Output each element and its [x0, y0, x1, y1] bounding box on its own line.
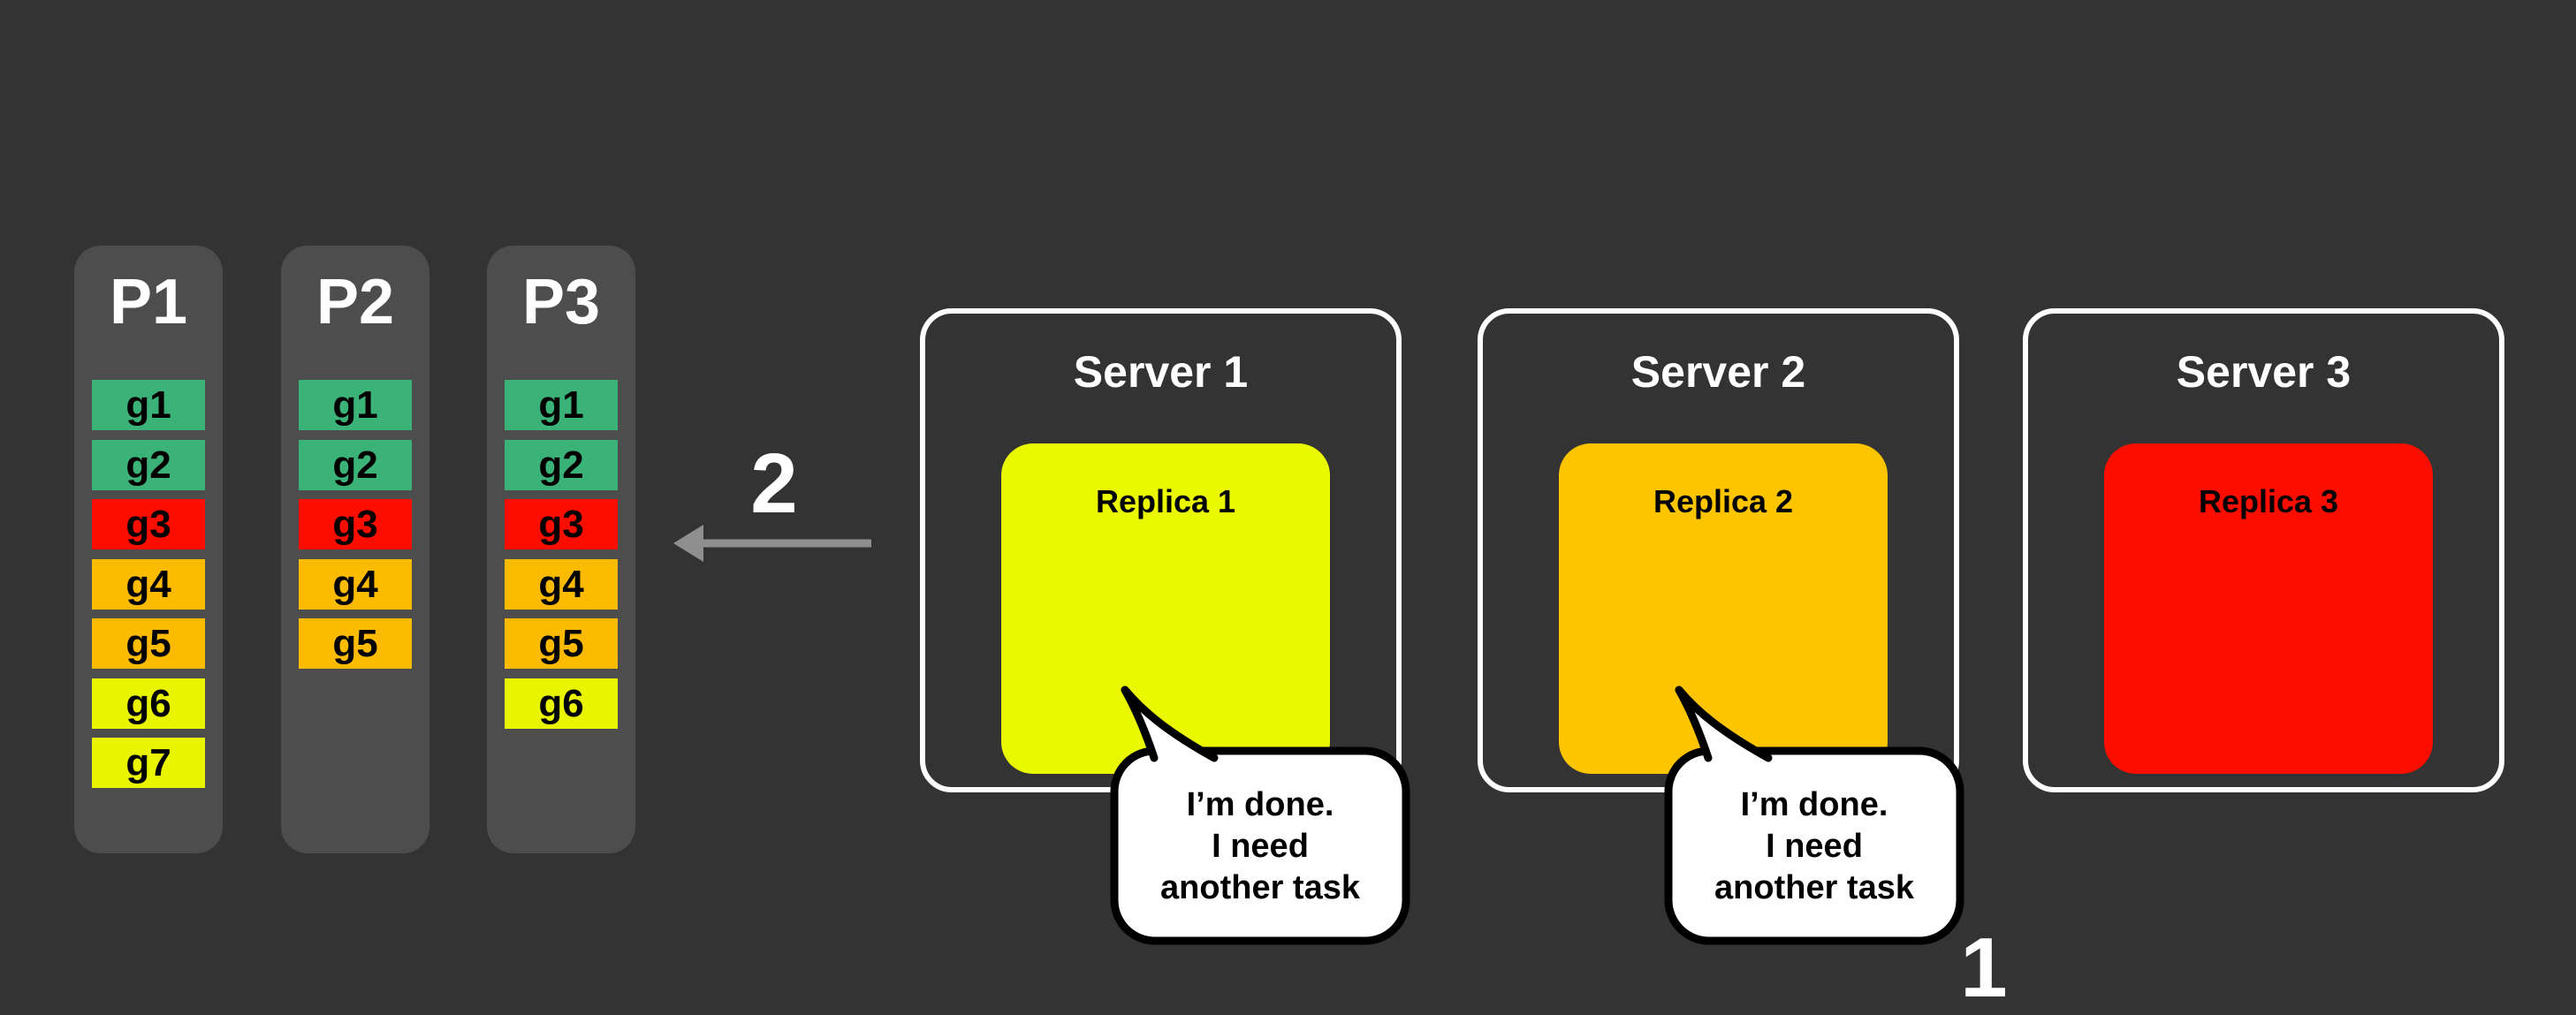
task-cell-g5: g5: [92, 618, 205, 669]
task-cell-g6: g6: [92, 678, 205, 729]
server-title: Server 2: [1630, 347, 1806, 397]
partition-column-p2: P2 g1 g2 g3 g4 g5: [281, 246, 429, 853]
partition-column-p3: P3 g1 g2 g3 g4 g5 g6: [487, 246, 635, 853]
task-cell-g2: g2: [92, 439, 205, 490]
task-cell-g2: g2: [299, 439, 412, 490]
speech-bubble-body: [1664, 746, 1964, 945]
task-cell-g1: g1: [92, 380, 205, 430]
speech-bubble-tail-outline: [1121, 686, 1219, 762]
speech-bubble-tail-outline: [1675, 686, 1773, 762]
replica-label: Replica 2: [1653, 483, 1794, 519]
task-cell-g4: g4: [505, 558, 618, 610]
speech-bubble-2: I’m done. I need another task: [1664, 686, 1964, 949]
diagram-canvas: P1 g1 g2 g3 g4 g5 g6 g7 P2 g1 g2 g3 g4 g5 P3 g1 g2 g3 g4 g5…: [74, 246, 2504, 1011]
task-cell-g5: g5: [505, 618, 618, 669]
server-title: Server 1: [1073, 347, 1249, 397]
partition-title: P3: [521, 267, 601, 337]
server-title: Server 3: [2176, 347, 2352, 397]
replica-1: Replica 1: [1001, 443, 1330, 774]
task-cell-g4: g4: [92, 558, 205, 610]
speech-bubble-shape: [1110, 686, 1410, 945]
task-cell-g3: g3: [505, 499, 618, 549]
task-cell-g1: g1: [299, 380, 412, 430]
server-box-2: Server 2 Replica 2: [1478, 308, 1959, 792]
task-cell-g3: g3: [92, 499, 205, 549]
speech-bubble-text: I’m done. I need another task: [1714, 786, 1914, 906]
replica-3: Replica 3: [2104, 443, 2433, 774]
partition-title: P1: [109, 267, 188, 337]
replica-2: Replica 2: [1559, 443, 1888, 774]
task-cell-g7: g7: [92, 738, 205, 788]
partition-column-p1: P1 g1 g2 g3 g4 g5 g6 g7: [74, 246, 223, 853]
task-cell-g2: g2: [505, 439, 618, 490]
task-cell-g6: g6: [505, 678, 618, 729]
server-box-1: Server 1 Replica 1: [920, 308, 1402, 792]
task-cell-g3: g3: [299, 499, 412, 549]
partition-title: P2: [315, 267, 395, 337]
step-2-label: 2: [750, 436, 798, 531]
speech-bubble-body: [1110, 746, 1410, 945]
task-cell-g5: g5: [299, 618, 412, 669]
server-box-3: Server 3 Replica 3: [2023, 308, 2504, 792]
replica-label: Replica 1: [1095, 483, 1236, 519]
speech-bubble-shape: [1664, 686, 1964, 945]
arrow-left-icon: [673, 525, 871, 562]
speech-bubble-text: I’m done. I need another task: [1160, 786, 1360, 906]
speech-bubble-1: I’m done. I need another task: [1110, 686, 1410, 949]
task-cell-g4: g4: [299, 558, 412, 610]
replica-label: Replica 3: [2198, 483, 2339, 519]
task-cell-g1: g1: [505, 380, 618, 430]
